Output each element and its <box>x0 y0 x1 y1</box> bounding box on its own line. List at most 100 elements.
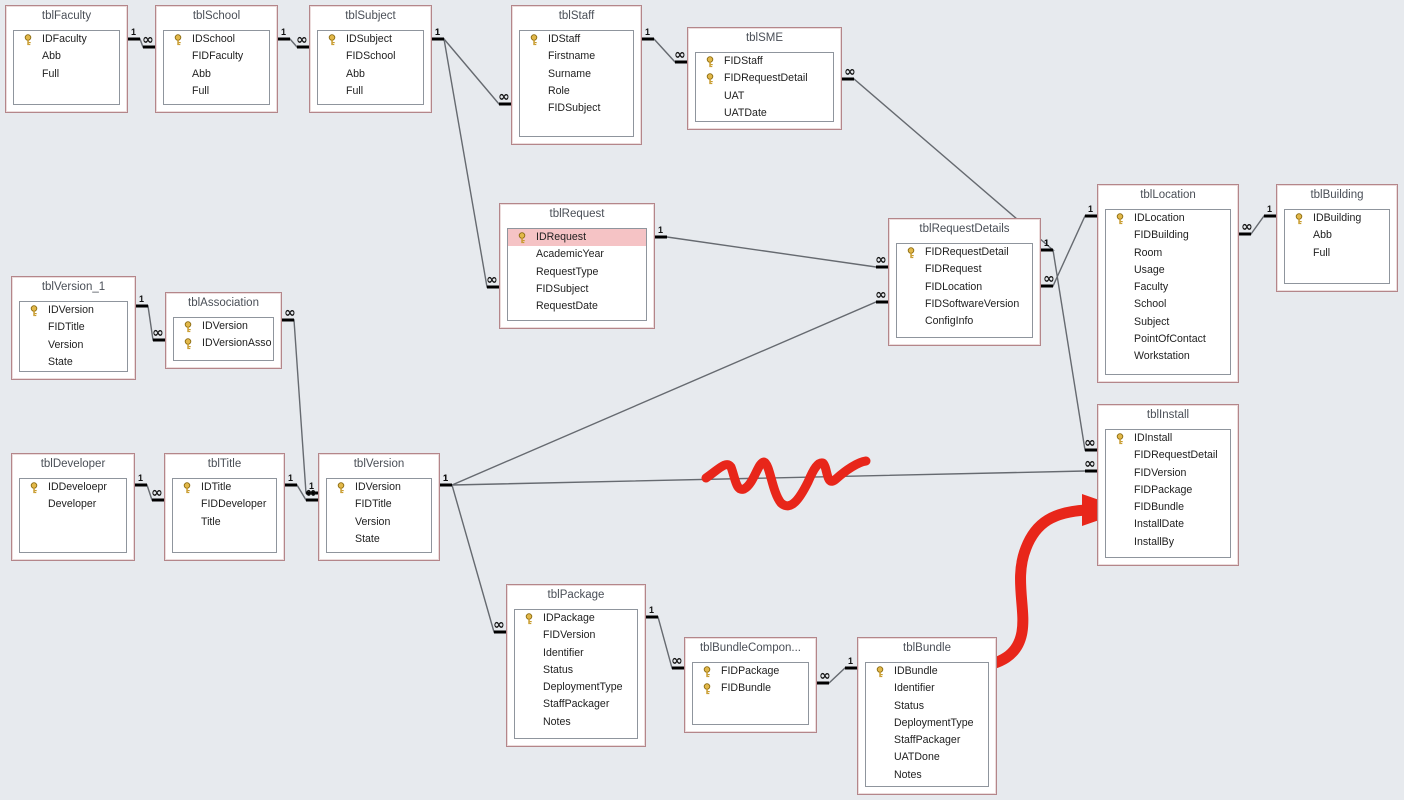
field-row[interactable]: IDVersion <box>20 302 127 319</box>
field-row[interactable]: Version <box>327 514 431 531</box>
field-row[interactable]: IDVersion <box>327 479 431 496</box>
field-row[interactable]: FIDPackage <box>1106 482 1230 499</box>
field-row[interactable]: DeploymentType <box>515 679 637 696</box>
field-row[interactable]: IDDeveloepr <box>20 479 126 496</box>
field-row[interactable]: Identifier <box>866 680 988 697</box>
table-title[interactable]: tblRequestDetails <box>919 223 1010 235</box>
field-row[interactable]: FIDVersion <box>1106 465 1230 482</box>
field-row[interactable]: IDLocation <box>1106 210 1230 227</box>
field-row[interactable]: FIDRequestDetail <box>696 70 833 87</box>
field-row[interactable]: Surname <box>520 66 633 83</box>
table-title[interactable]: tblInstall <box>1146 409 1190 421</box>
field-row[interactable]: State <box>20 354 127 371</box>
field-row[interactable]: UATDone <box>866 749 988 766</box>
table-title[interactable]: tblAssociation <box>188 297 259 309</box>
field-row[interactable]: Notes <box>866 767 988 784</box>
field-row[interactable]: Abb <box>1285 227 1389 244</box>
field-row[interactable]: InstallDate <box>1106 516 1230 533</box>
field-row[interactable]: FIDBundle <box>693 680 808 697</box>
field-row[interactable]: DeploymentType <box>866 715 988 732</box>
field-row[interactable]: IDPackage <box>515 610 637 627</box>
field-row[interactable]: FIDRequest <box>897 261 1032 278</box>
field-row[interactable]: Firstname <box>520 48 633 65</box>
table-title[interactable]: tblStaff <box>558 10 595 22</box>
field-row[interactable]: IDVersionAsso <box>174 335 273 352</box>
field-row[interactable]: FIDSoftwareVersion <box>897 296 1032 313</box>
field-row[interactable]: FIDBuilding <box>1106 227 1230 244</box>
table-title[interactable]: tblVersion_1 <box>41 281 106 293</box>
field-row[interactable]: FIDRequestDetail <box>897 244 1032 261</box>
field-row[interactable]: FIDSubject <box>520 100 633 117</box>
field-row[interactable]: IDFaculty <box>14 31 119 48</box>
field-row[interactable]: Title <box>173 514 276 531</box>
field-row[interactable]: FIDStaff <box>696 53 833 70</box>
table-title[interactable]: tblDeveloper <box>40 458 106 470</box>
field-row[interactable]: InstallBy <box>1106 534 1230 551</box>
table-title[interactable]: tblVersion <box>353 458 405 470</box>
table-title[interactable]: tblSubject <box>345 10 396 22</box>
field-row[interactable]: Status <box>515 662 637 679</box>
field-row[interactable]: IDBundle <box>866 663 988 680</box>
field-row[interactable]: UAT <box>696 88 833 105</box>
field-row[interactable]: IDStaff <box>520 31 633 48</box>
field-row[interactable]: Full <box>1285 245 1389 262</box>
field-row[interactable]: IDRequest <box>508 229 646 247</box>
field-row[interactable]: FIDTitle <box>327 496 431 513</box>
field-row[interactable]: FIDLocation <box>897 279 1032 296</box>
field-row[interactable]: Abb <box>318 66 423 83</box>
table-title[interactable]: tblLocation <box>1140 189 1196 201</box>
field-row[interactable]: Identifier <box>515 645 637 662</box>
field-row[interactable]: IDInstall <box>1106 430 1230 447</box>
field-row[interactable]: FIDRequestDetail <box>1106 447 1230 464</box>
field-row[interactable]: RequestDate <box>508 298 646 315</box>
field-row[interactable]: Full <box>14 66 119 83</box>
field-row[interactable]: IDBuilding <box>1285 210 1389 227</box>
field-row[interactable]: Usage <box>1106 262 1230 279</box>
field-row[interactable]: Notes <box>515 714 637 731</box>
field-row[interactable]: FIDDeveloper <box>173 496 276 513</box>
field-row[interactable]: Full <box>318 83 423 100</box>
field-row[interactable]: Full <box>164 83 269 100</box>
field-row[interactable]: StaffPackager <box>866 732 988 749</box>
table-title[interactable]: tblRequest <box>549 208 605 220</box>
field-row[interactable]: AcademicYear <box>508 246 646 263</box>
field-row[interactable]: FIDVersion <box>515 627 637 644</box>
field-row[interactable]: Subject <box>1106 314 1230 331</box>
table-title[interactable]: tblBundleCompon... <box>699 642 801 654</box>
field-row[interactable]: Version <box>20 337 127 354</box>
table-title[interactable]: tblFaculty <box>41 10 92 22</box>
field-row[interactable]: Abb <box>164 66 269 83</box>
field-row[interactable]: Room <box>1106 245 1230 262</box>
table-title[interactable]: tblSchool <box>192 10 241 22</box>
field-row[interactable]: IDSchool <box>164 31 269 48</box>
field-row[interactable]: FIDBundle <box>1106 499 1230 516</box>
field-row[interactable]: Status <box>866 698 988 715</box>
field-row[interactable]: IDVersion <box>174 318 273 335</box>
field-row[interactable]: PointOfContact <box>1106 331 1230 348</box>
field-row[interactable]: Abb <box>14 48 119 65</box>
field-row[interactable]: FIDSchool <box>318 48 423 65</box>
table-title[interactable]: tblTitle <box>207 458 242 470</box>
field-row[interactable]: FIDFaculty <box>164 48 269 65</box>
table-title[interactable]: tblBundle <box>903 642 951 654</box>
field-row[interactable]: FIDSubject <box>508 281 646 298</box>
table-title[interactable]: tblPackage <box>547 589 605 601</box>
field-row[interactable]: FIDPackage <box>693 663 808 680</box>
table-title[interactable]: tblSME <box>745 32 784 44</box>
field-row[interactable]: FIDTitle <box>20 319 127 336</box>
field-row[interactable]: School <box>1106 296 1230 313</box>
field-row[interactable]: State <box>327 531 431 548</box>
